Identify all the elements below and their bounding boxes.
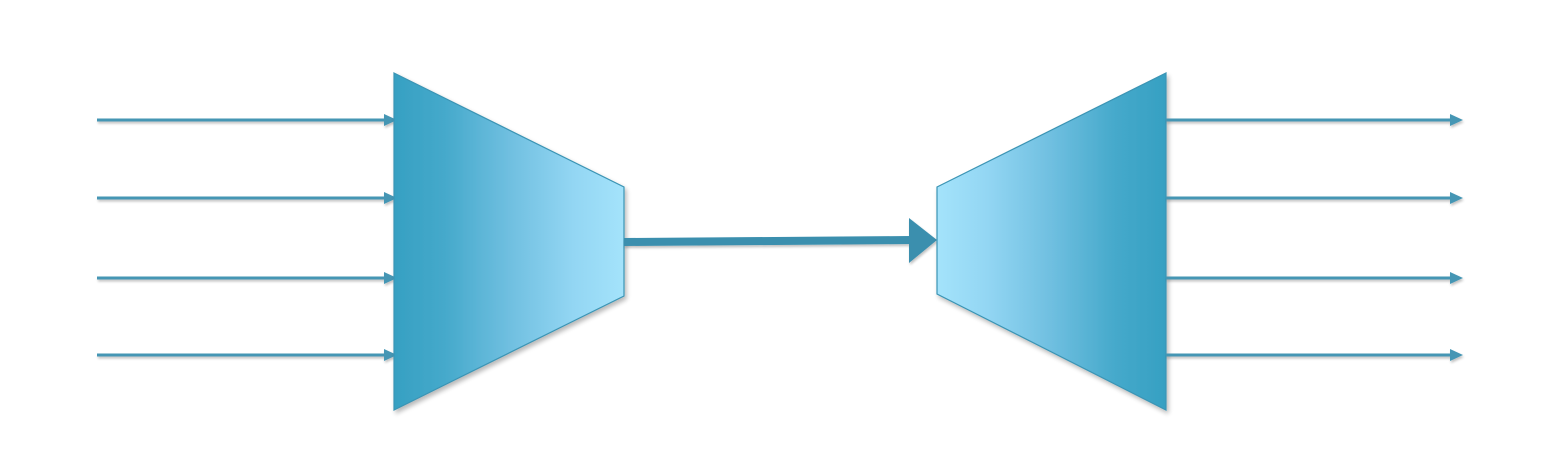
arrowhead-icon	[384, 272, 397, 284]
arrowhead-icon	[384, 349, 397, 361]
input-line-3	[97, 272, 397, 284]
input-line-1	[97, 114, 397, 126]
input-lines	[97, 114, 397, 361]
demultiplexer-block	[936, 72, 1167, 411]
arrowhead-icon	[1450, 349, 1463, 361]
output-line-2	[1166, 192, 1463, 204]
arrowhead-icon	[384, 192, 397, 204]
output-line-3	[1166, 272, 1463, 284]
input-line-4	[97, 349, 397, 361]
output-line-1	[1166, 114, 1463, 126]
multiplexer-block	[393, 72, 625, 411]
input-line-2	[97, 192, 397, 204]
arrowhead-icon	[909, 218, 937, 263]
link-arrow	[623, 218, 937, 263]
output-line-4	[1166, 349, 1463, 361]
arrowhead-icon	[1450, 114, 1463, 126]
output-lines	[1166, 114, 1463, 361]
arrowhead-icon	[384, 114, 397, 126]
arrowhead-icon	[1450, 192, 1463, 204]
arrowhead-icon	[1450, 272, 1463, 284]
